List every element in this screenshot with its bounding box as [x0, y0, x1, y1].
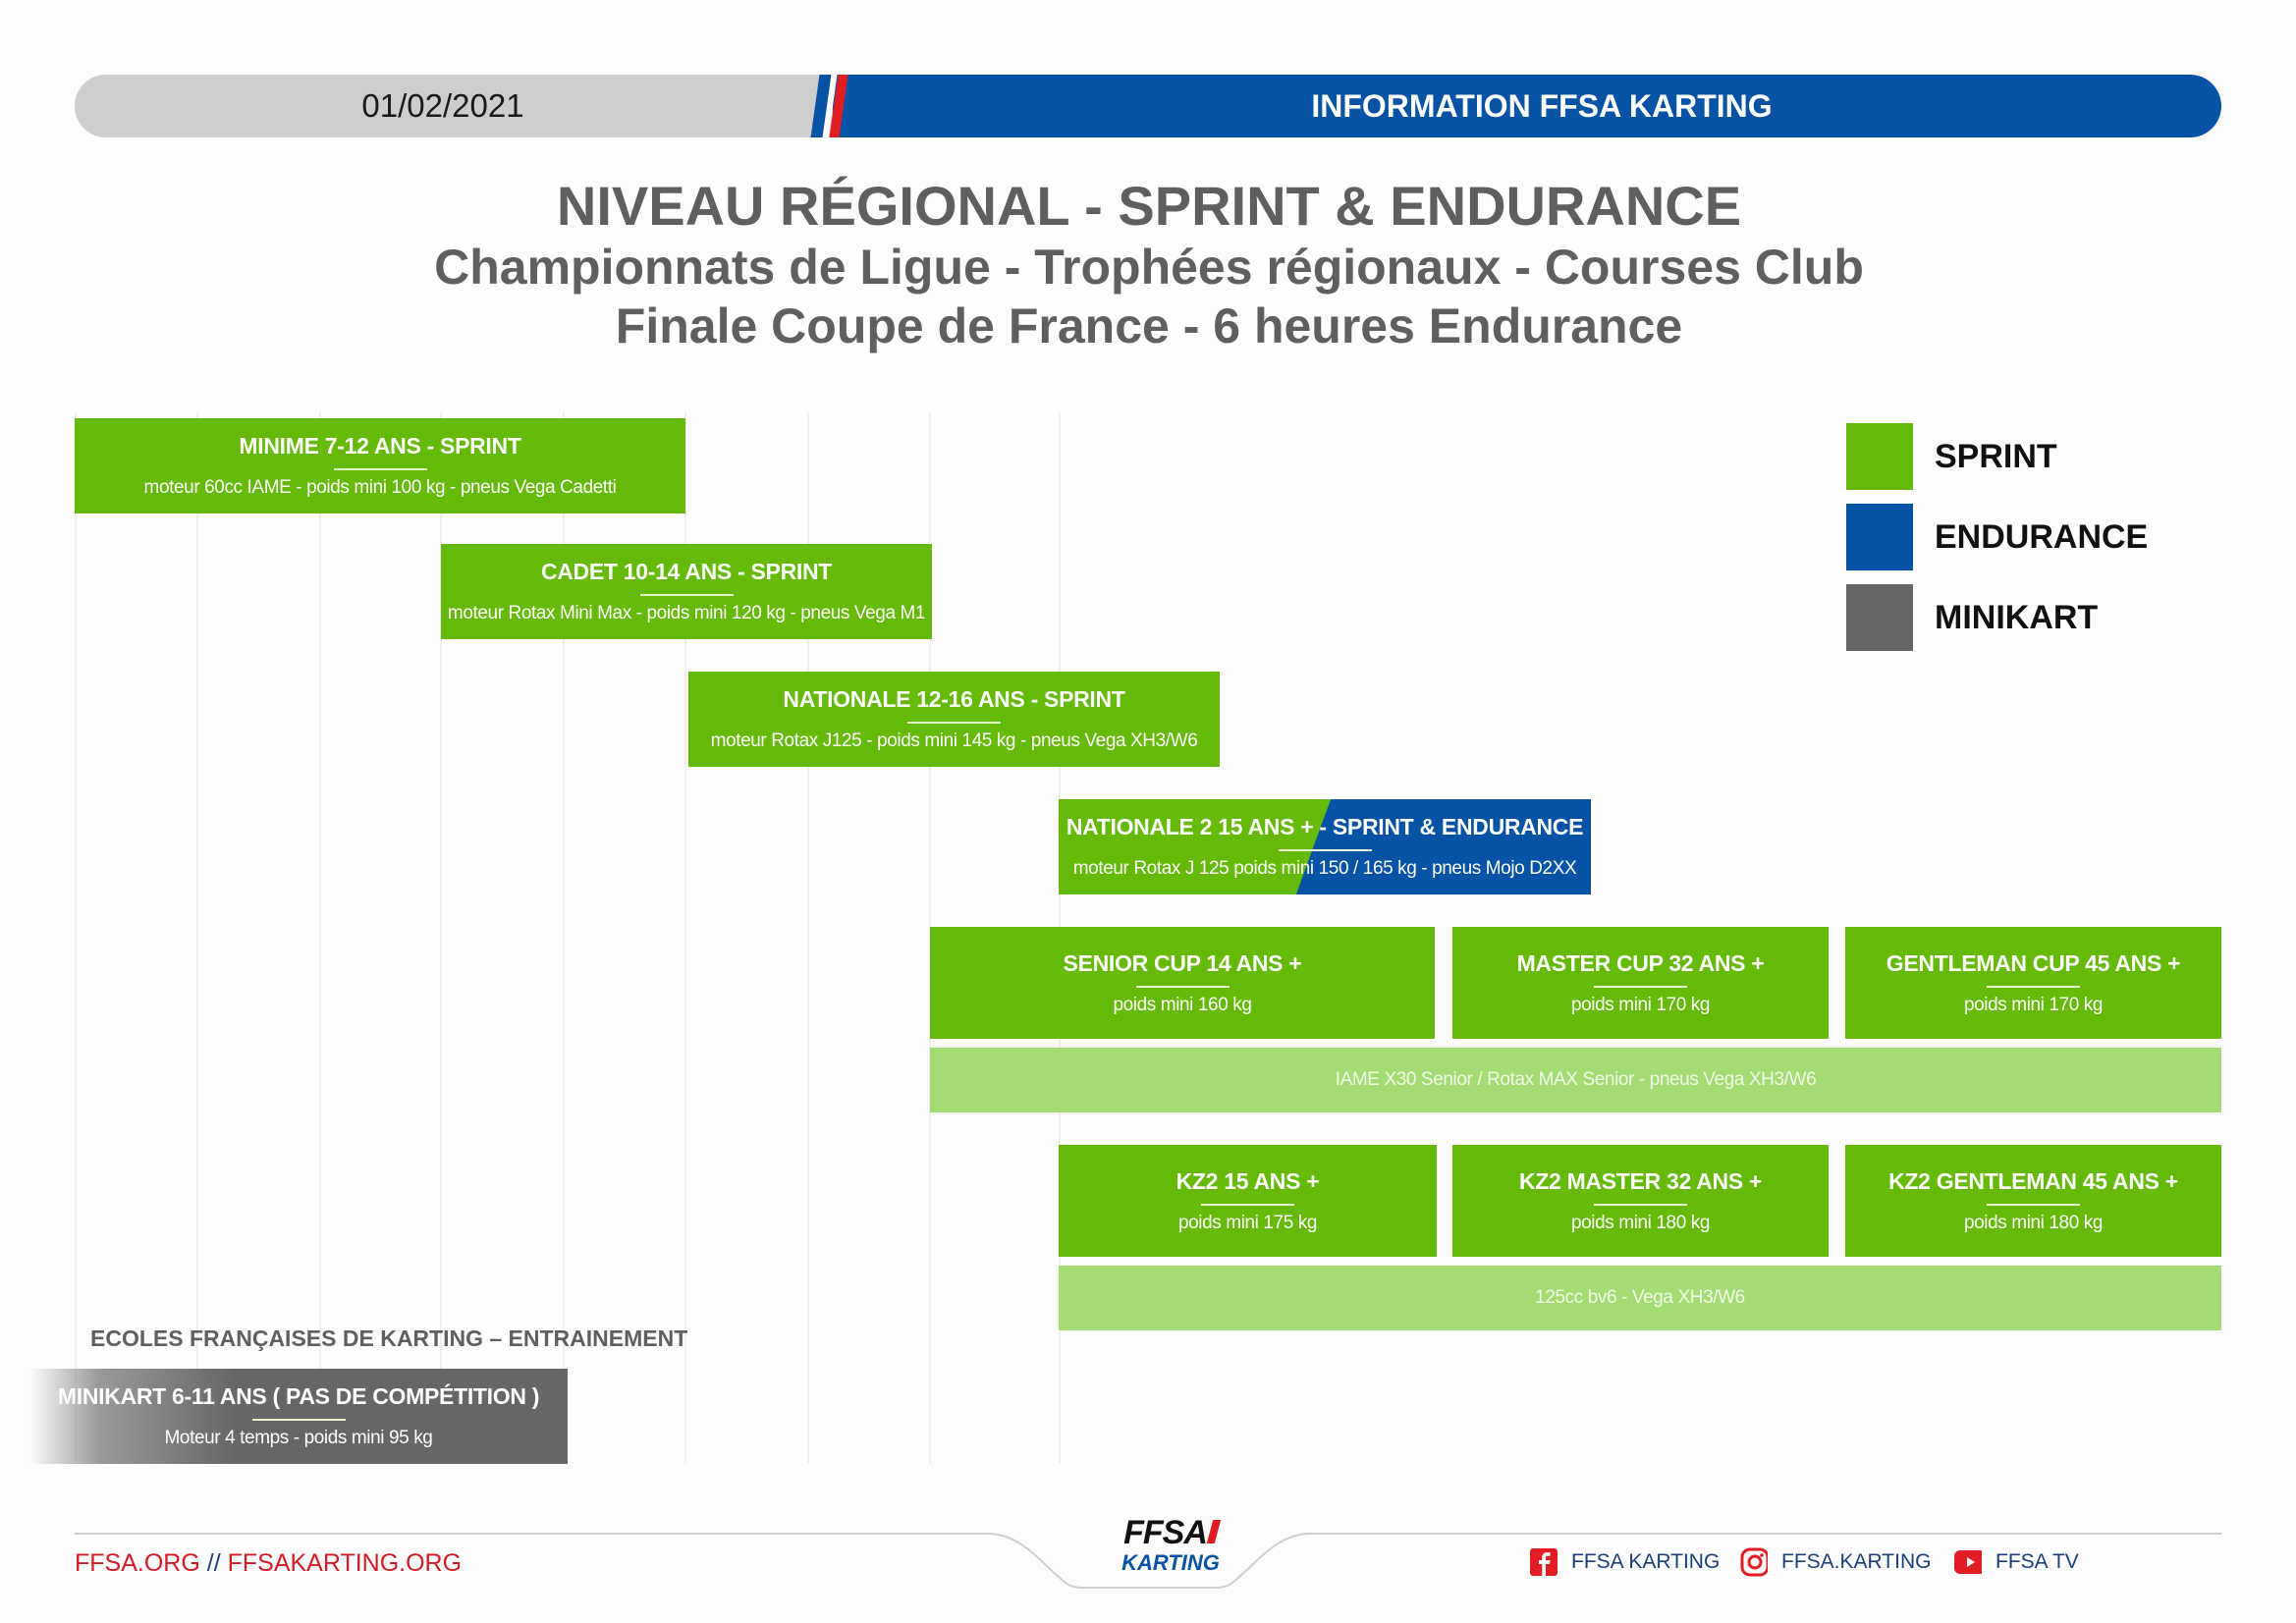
logo-flag-mark — [1206, 1520, 1222, 1543]
gridline — [75, 412, 77, 1463]
page-subtitle-1: Championnats de Ligue - Trophées régiona… — [434, 240, 1864, 295]
footer-links: FFSA.ORG // FFSAKARTING.ORG — [75, 1549, 462, 1578]
divider — [907, 722, 1001, 724]
category-title: KZ2 15 ANS + — [1175, 1167, 1320, 1194]
social-youtube[interactable]: FFSA TV — [1954, 1548, 2079, 1576]
category-title: GENTLEMAN CUP 45 ANS + — [1886, 949, 2181, 976]
category-details: moteur 60cc IAME - poids mini 100 kg - p… — [143, 477, 617, 498]
footer-divider-left — [75, 1533, 949, 1535]
cup-engine-spec: IAME X30 Senior / Rotax MAX Senior - pne… — [930, 1048, 2221, 1112]
category-title: KZ2 MASTER 32 ANS + — [1518, 1167, 1763, 1194]
link-ffsa-org[interactable]: FFSA.ORG — [75, 1549, 200, 1577]
category-details: poids mini 170 kg — [1570, 994, 1711, 1015]
header-date: 01/02/2021 — [361, 87, 524, 124]
category-nationale: NATIONALE 12-16 ANS - SPRINT moteur Rota… — [688, 672, 1220, 767]
kz2-engine-spec: 125cc bv6 - Vega XH3/W6 — [1059, 1266, 2221, 1330]
gridline — [196, 412, 198, 1463]
footer-divider-right — [1347, 1533, 2221, 1535]
social-instagram[interactable]: FFSA.KARTING — [1740, 1547, 1932, 1577]
category-gentleman-cup: GENTLEMAN CUP 45 ANS + poids mini 170 kg — [1845, 927, 2221, 1039]
category-details: moteur Rotax Mini Max - poids mini 120 k… — [447, 603, 926, 623]
legend-item-endurance: ENDURANCE — [1846, 497, 2148, 577]
divider — [1594, 1203, 1687, 1206]
legend-label: MINIKART — [1935, 598, 2099, 636]
page-title-block: NIVEAU RÉGIONAL - SPRINT & ENDURANCE Cha… — [295, 175, 2003, 355]
category-details: poids mini 160 kg — [1113, 994, 1252, 1015]
legend-item-sprint: SPRINT — [1846, 416, 2148, 497]
category-minime: MINIME 7-12 ANS - SPRINT moteur 60cc IAM… — [75, 418, 685, 514]
divider — [1201, 1203, 1294, 1206]
divider — [1278, 849, 1372, 851]
category-nationale-2: NATIONALE 2 15 ANS + - SPRINT & ENDURANC… — [1059, 799, 1591, 894]
ecoles-label: ECOLES FRANÇAISES DE KARTING – ENTRAINEM… — [90, 1325, 688, 1351]
gridline — [319, 412, 321, 1463]
youtube-icon — [1954, 1548, 1982, 1576]
header-date-bar — [75, 75, 850, 137]
legend-swatch-sprint — [1846, 423, 1913, 490]
divider — [251, 1419, 346, 1421]
divider — [1594, 985, 1687, 988]
category-cadet: CADET 10-14 ANS - SPRINT moteur Rotax Mi… — [441, 544, 932, 639]
header-banner-bar — [833, 75, 2221, 137]
category-title: MINIME 7-12 ANS - SPRINT — [239, 433, 521, 459]
link-separator: // — [206, 1549, 221, 1577]
divider — [1135, 985, 1230, 988]
divider — [1987, 1203, 2080, 1206]
social-facebook[interactable]: FFSA KARTING — [1530, 1548, 1720, 1576]
category-kz2-master: KZ2 MASTER 32 ANS + poids mini 180 kg — [1452, 1145, 1829, 1257]
footer-notch-curve — [949, 1533, 1349, 1589]
link-ffsakarting-org[interactable]: FFSAKARTING.ORG — [227, 1549, 463, 1577]
gridline — [440, 412, 442, 1463]
category-title: NATIONALE 12-16 ANS - SPRINT — [783, 686, 1125, 712]
category-kz2: KZ2 15 ANS + poids mini 175 kg — [1059, 1145, 1437, 1257]
page-subtitle-2: Finale Coupe de France - 6 heures Endura… — [615, 298, 1683, 353]
category-details: moteur Rotax J 125 poids mini 150 / 165 … — [1072, 858, 1577, 879]
page-title: NIVEAU RÉGIONAL - SPRINT & ENDURANCE — [556, 175, 1742, 237]
ffsa-karting-logo: FFSA KARTING — [1098, 1516, 1243, 1577]
category-details: moteur Rotax J125 - poids mini 145 kg - … — [710, 730, 1198, 751]
legend: SPRINT ENDURANCE MINIKART — [1846, 416, 2148, 658]
engine-details: 125cc bv6 - Vega XH3/W6 — [1535, 1287, 1745, 1308]
category-details: poids mini 180 kg — [1963, 1212, 2104, 1233]
divider — [639, 594, 734, 596]
category-title: MINIKART 6-11 ANS ( PAS DE COMPÉTITION ) — [57, 1383, 540, 1409]
category-title: CADET 10-14 ANS - SPRINT — [540, 559, 833, 584]
legend-label: SPRINT — [1935, 437, 2057, 475]
legend-item-minikart: MINIKART — [1846, 577, 2148, 658]
header-banner-title: INFORMATION FFSA KARTING — [1311, 88, 1773, 124]
engine-details: IAME X30 Senior / Rotax MAX Senior - pne… — [1335, 1069, 1817, 1090]
category-minikart: MINIKART 6-11 ANS ( PAS DE COMPÉTITION )… — [29, 1369, 568, 1464]
instagram-icon — [1740, 1547, 1768, 1577]
legend-label: ENDURANCE — [1935, 517, 2149, 556]
gridline — [684, 412, 686, 1463]
category-details: poids mini 175 kg — [1177, 1212, 1318, 1233]
category-title: MASTER CUP 32 ANS + — [1516, 949, 1765, 976]
legend-swatch-endurance — [1846, 504, 1913, 570]
category-details: Moteur 4 temps - poids mini 95 kg — [164, 1428, 433, 1448]
divider — [333, 468, 427, 470]
category-title: NATIONALE 2 15 ANS + - SPRINT & ENDURANC… — [1066, 814, 1584, 839]
divider — [1987, 985, 2080, 988]
category-title: SENIOR CUP 14 ANS + — [1063, 949, 1302, 976]
facebook-icon — [1530, 1548, 1558, 1576]
category-senior-cup: SENIOR CUP 14 ANS + poids mini 160 kg — [930, 927, 1435, 1039]
gridline — [807, 412, 809, 1463]
legend-swatch-minikart — [1846, 584, 1913, 651]
category-master-cup: MASTER CUP 32 ANS + poids mini 170 kg — [1452, 927, 1829, 1039]
category-details: poids mini 170 kg — [1963, 994, 2104, 1015]
gridline — [563, 412, 565, 1463]
social-label: FFSA KARTING — [1571, 1550, 1721, 1573]
logo-ffsa-text: FFSA — [1123, 1514, 1208, 1551]
logo-karting-text: KARTING — [1121, 1550, 1220, 1575]
category-kz2-gentleman: KZ2 GENTLEMAN 45 ANS + poids mini 180 kg — [1845, 1145, 2221, 1257]
category-title: KZ2 GENTLEMAN 45 ANS + — [1888, 1167, 2178, 1194]
social-label: FFSA.KARTING — [1781, 1550, 1932, 1573]
social-label: FFSA TV — [1995, 1550, 2079, 1573]
category-details: poids mini 180 kg — [1570, 1212, 1711, 1233]
